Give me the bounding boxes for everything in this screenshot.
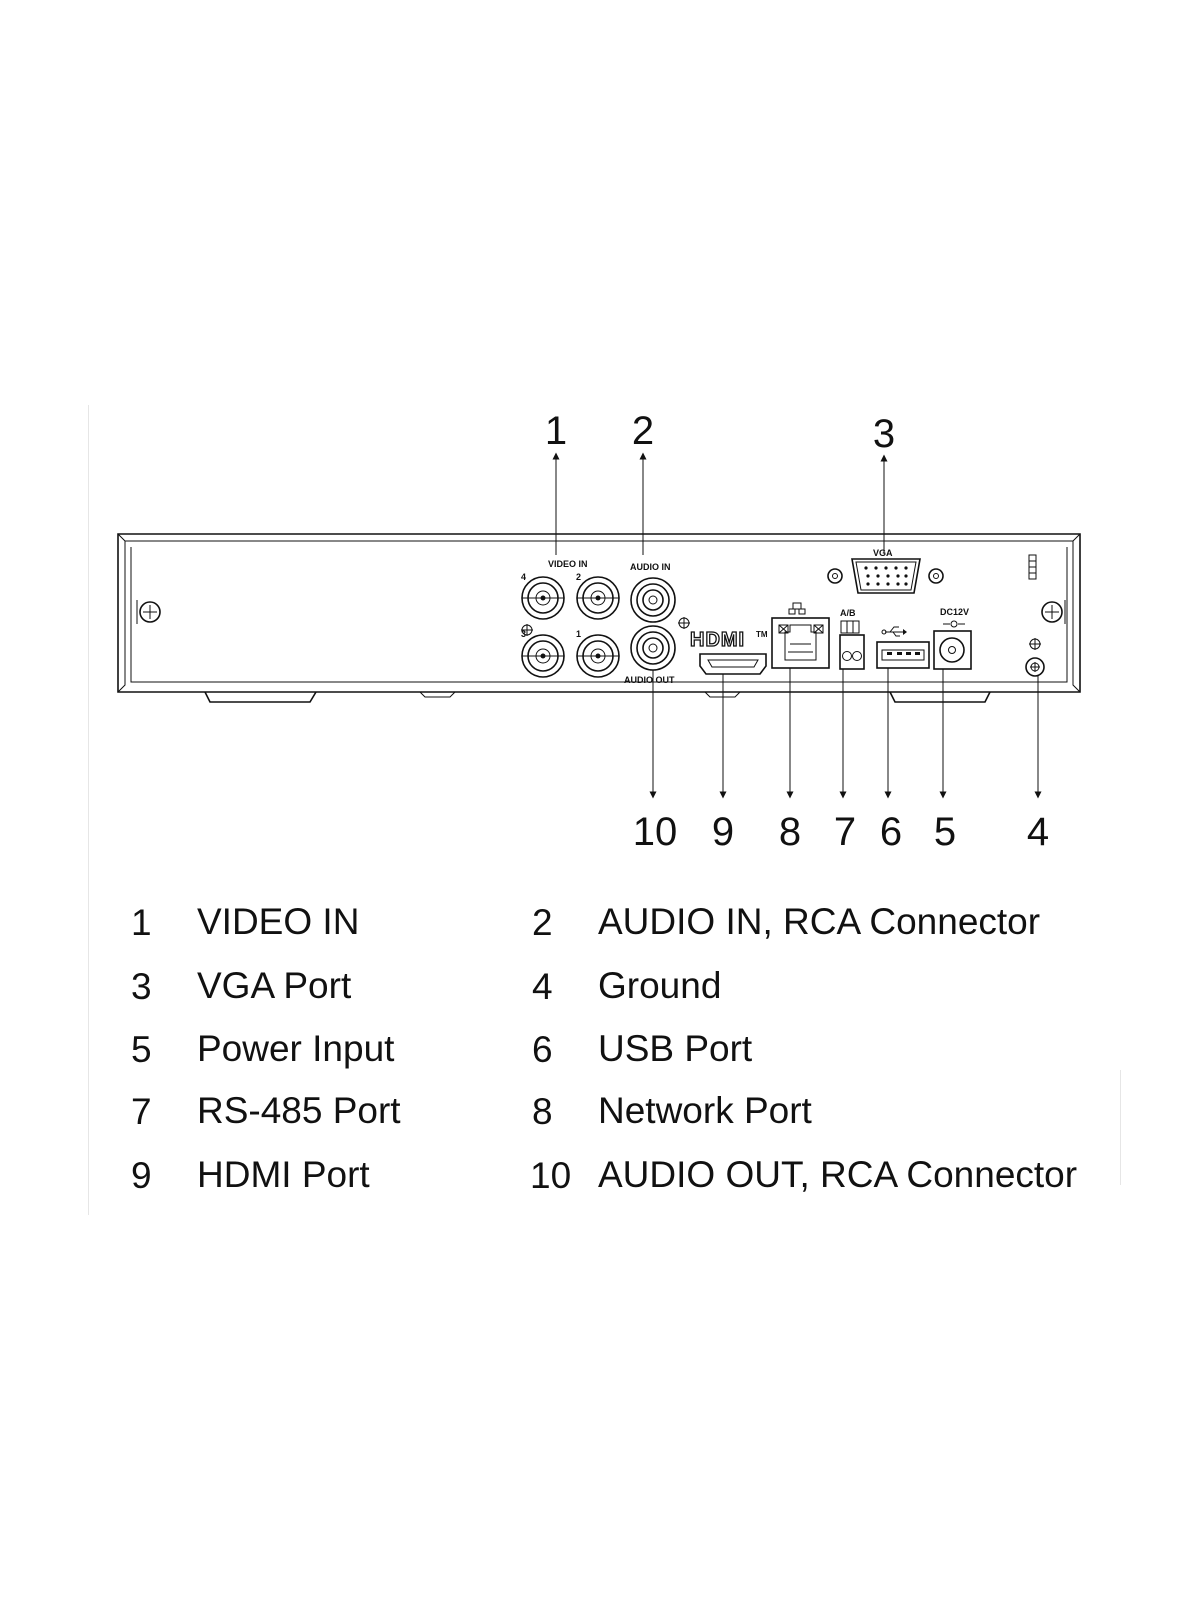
power-jack-icon — [933, 630, 972, 670]
legend-number: 4 — [532, 966, 553, 1007]
legend-label: Power Input — [197, 1028, 395, 1069]
callout-1: 1 — [545, 409, 567, 453]
rca-connector-icon — [630, 577, 676, 623]
bnc-connector-icon — [576, 576, 620, 620]
callout-3: 3 — [873, 412, 895, 456]
rs485-panel-label: A/B — [840, 608, 856, 618]
screw-icon — [136, 600, 161, 624]
video-in-panel-label: VIDEO IN — [548, 559, 588, 569]
legend-number: 6 — [532, 1029, 553, 1070]
chassis — [117, 533, 1081, 703]
callout-2: 2 — [632, 409, 654, 453]
hdmi-port-icon — [699, 653, 767, 675]
rs485-terminal-icon — [839, 620, 865, 670]
legend-number: 5 — [131, 1029, 152, 1070]
callout-6: 6 — [880, 810, 902, 854]
callout-8: 8 — [779, 810, 801, 854]
bnc-connector-icon — [521, 634, 565, 678]
legend-number: 7 — [131, 1091, 152, 1132]
legend-number: 2 — [532, 902, 553, 943]
bnc-label: 1 — [576, 629, 581, 639]
audio-in-panel-label: AUDIO IN — [630, 562, 671, 572]
legend-number: 10 — [530, 1155, 572, 1196]
legend-label: RS-485 Port — [197, 1090, 401, 1131]
dc12v-panel-label: DC12V — [940, 607, 969, 617]
callout-4: 4 — [1027, 810, 1049, 854]
frame-edge-right — [1120, 1070, 1121, 1185]
callout-10: 10 — [633, 810, 678, 854]
ground-icon — [521, 624, 533, 636]
vga-port-icon — [827, 558, 944, 594]
frame-edge-left — [88, 405, 89, 1215]
ground-stud-icon — [1025, 638, 1045, 677]
network-port-icon — [771, 617, 830, 669]
network-icon — [788, 602, 806, 615]
bnc-label: 4 — [521, 572, 526, 582]
rca-connector-icon — [630, 625, 676, 671]
vga-panel-label: VGA — [873, 548, 893, 558]
usb-icon — [881, 626, 907, 637]
legend-label: Ground — [598, 965, 722, 1006]
legend-label: AUDIO OUT, RCA Connector — [598, 1154, 1078, 1195]
audio-out-panel-label: AUDIO OUT — [624, 675, 675, 685]
legend-label: VGA Port — [197, 965, 352, 1006]
callout-9: 9 — [712, 810, 734, 854]
legend-number: 1 — [131, 902, 152, 943]
hdmi-tm-mark: TM — [756, 630, 768, 639]
callout-5: 5 — [934, 810, 956, 854]
legend-label: HDMI Port — [197, 1154, 370, 1195]
legend-number: 3 — [131, 966, 152, 1007]
hdmi-logo: HDMI — [690, 629, 745, 651]
legend-number: 9 — [131, 1155, 152, 1196]
legend-number: 8 — [532, 1091, 553, 1132]
legend-label: Network Port — [598, 1090, 812, 1131]
polarity-icon — [943, 620, 965, 628]
legend-label: AUDIO IN, RCA Connector — [598, 901, 1041, 942]
screw-icon — [1041, 600, 1066, 624]
vent-slots — [1028, 554, 1037, 580]
callout-7: 7 — [834, 810, 856, 854]
ground-icon — [678, 617, 690, 629]
usb-port-icon — [876, 641, 930, 669]
legend-label: USB Port — [598, 1028, 753, 1069]
bnc-connector-icon — [576, 634, 620, 678]
bnc-connector-icon — [521, 576, 565, 620]
bnc-label: 2 — [576, 572, 581, 582]
legend-label: VIDEO IN — [197, 901, 360, 942]
